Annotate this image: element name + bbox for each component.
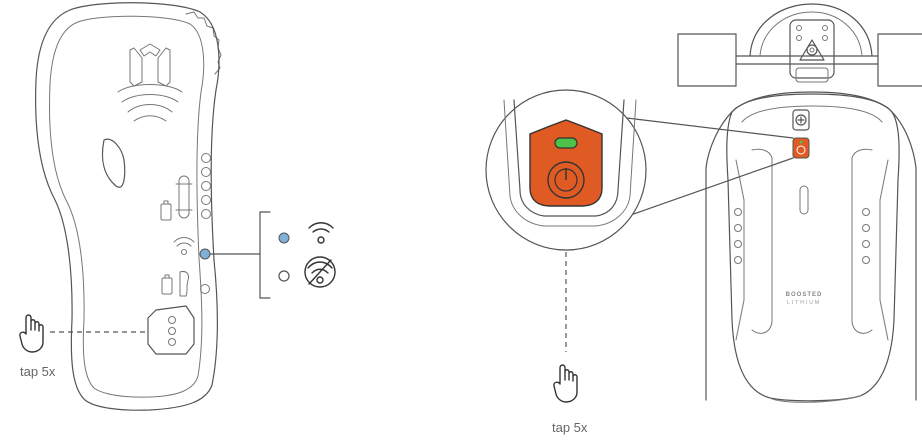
remote-logo-icon	[117, 43, 183, 122]
power-button-zoom	[485, 89, 647, 251]
remote-status-led	[199, 248, 211, 260]
legend-row-off	[278, 256, 336, 288]
board-power-button[interactable]	[792, 137, 810, 159]
wheel-right	[877, 33, 922, 87]
tap-hand-icon	[553, 364, 578, 403]
remote-battery-icon	[161, 274, 173, 295]
tap-hand-icon	[19, 314, 44, 353]
remote-wifi-icon	[173, 237, 195, 255]
board-logo-line: LITHIUM	[787, 300, 821, 306]
remote-button[interactable]	[147, 305, 195, 355]
board-logo-brand: BOOSTED	[786, 292, 823, 298]
status-led	[554, 137, 578, 149]
remote-led-column	[201, 153, 211, 219]
wheel-left	[677, 33, 737, 87]
power-icon	[547, 161, 585, 199]
power-button-large[interactable]	[529, 119, 603, 207]
battery-icon	[160, 200, 172, 221]
right-instruction-label: tap 5x	[552, 420, 588, 435]
truck-baseplate	[789, 19, 835, 79]
remote-inner-outline	[49, 15, 205, 398]
board-button-housing	[792, 109, 810, 131]
board-diagram: BOOSTED LITHIUM	[677, 3, 922, 403]
remote-diagram	[35, 2, 222, 411]
deck-body	[705, 91, 917, 401]
deck-nose	[749, 3, 873, 57]
remote-small-led	[200, 284, 210, 294]
side-screws	[734, 208, 870, 264]
remote-mini-icon	[179, 271, 189, 297]
legend-led-off	[278, 270, 290, 282]
remote-button-dot	[168, 316, 176, 324]
remote-thumb-rest	[101, 138, 126, 188]
battery-enclosure	[726, 93, 900, 402]
charge-port	[799, 185, 809, 215]
legend-led-on	[278, 232, 290, 244]
board-mode-icon	[175, 175, 193, 219]
left-instruction-label: tap 5x	[20, 364, 56, 379]
legend-bracket	[259, 211, 271, 299]
remote-button-dot	[168, 327, 176, 335]
wifi-icon	[308, 222, 334, 244]
remote-outline	[35, 2, 220, 411]
wifi-disabled-icon	[304, 256, 336, 288]
legend-row-on	[278, 222, 334, 244]
remote-grip	[185, 11, 222, 75]
remote-button-dot	[168, 338, 176, 346]
